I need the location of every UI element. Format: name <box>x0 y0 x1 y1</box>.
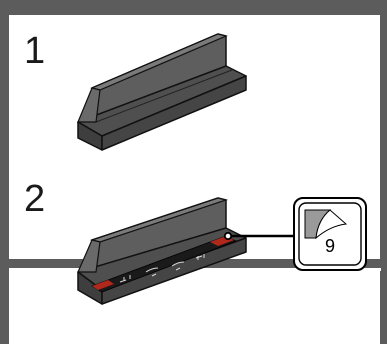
sticker-number-label: 9 <box>324 236 335 256</box>
step-1-number: 1 <box>24 30 46 72</box>
sticker-callout-box <box>293 197 367 271</box>
callout-leader <box>223 231 298 241</box>
sticker-peel-icon <box>304 209 348 240</box>
step2-panel-part <box>77 197 247 305</box>
step1-panel-part <box>77 33 247 151</box>
step-2-number: 2 <box>24 178 46 220</box>
